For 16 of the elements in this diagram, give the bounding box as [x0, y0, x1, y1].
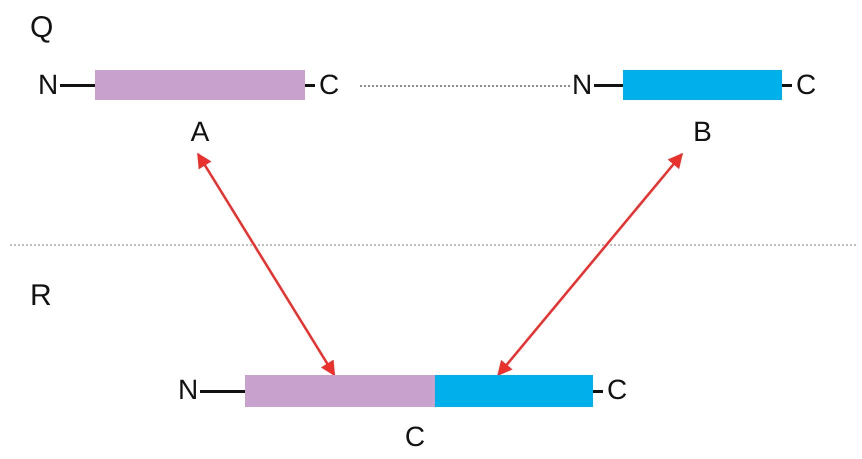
terminus-label: C: [319, 69, 340, 101]
terminus-label: C: [607, 374, 628, 406]
protein-segment: [435, 375, 593, 407]
panel-label: Q: [30, 12, 54, 44]
protein-name: C: [404, 421, 426, 453]
terminus-label: C: [796, 69, 816, 101]
double-headed-arrow: [196, 152, 336, 376]
dotted-line: [360, 85, 572, 87]
terminus-label: N: [572, 69, 592, 101]
double-headed-arrow: [497, 152, 683, 376]
terminus-label: N: [178, 374, 198, 406]
protein-segment: [245, 375, 435, 407]
protein-name: A: [190, 116, 210, 148]
panel-label: R: [30, 280, 52, 312]
protein-name: B: [692, 116, 713, 148]
terminus-label: N: [38, 69, 58, 101]
